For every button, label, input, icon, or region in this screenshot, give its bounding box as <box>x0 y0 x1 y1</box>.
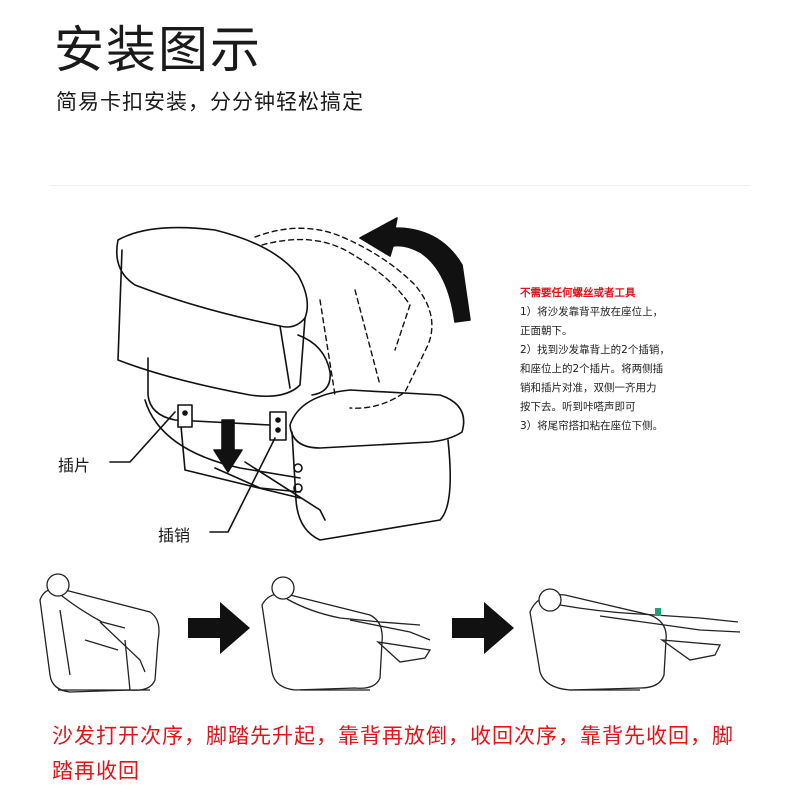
callout-pin-label: 插销 <box>158 522 190 546</box>
instruction-line: 1）将沙发靠背平放在座位上， <box>520 303 735 322</box>
step-1-sitting <box>40 574 159 692</box>
instruction-line: 和座位上的2个插片。将两侧插 <box>520 360 735 379</box>
step-arrow-2-icon <box>452 602 514 654</box>
instructions-panel: 不需要任何螺丝或者工具 1）将沙发靠背平放在座位上， 正面朝下。 2）找到沙发靠… <box>520 284 735 436</box>
step-3-reclined <box>530 589 740 690</box>
callout-tab-label: 插片 <box>58 452 90 476</box>
instruction-line: 销和插片对准，双侧一齐用力 <box>520 379 735 398</box>
instruction-line: 正面朝下。 <box>520 322 735 341</box>
operation-order-note: 沙发打开次序，脚踏先升起，靠背再放倒，收回次序，靠背先收回，脚踏再收回 <box>52 719 752 789</box>
armrest-outline <box>290 390 464 540</box>
step-arrow-1-icon <box>188 602 250 654</box>
instruction-line: 3）将尾帘搭扣粘在座位下侧。 <box>520 417 735 436</box>
step-2-footrest-raised <box>262 577 430 690</box>
down-arrow-icon <box>214 420 242 472</box>
instructions-heading: 不需要任何螺丝或者工具 <box>520 284 735 303</box>
seat-outline <box>145 358 325 520</box>
instruction-line: 按下去。听到咔嗒声即可 <box>520 398 735 417</box>
instruction-line: 2）找到沙发靠背上的2个插销， <box>520 341 735 360</box>
tab-leader-line <box>110 412 175 462</box>
backrest-ghost-outline <box>255 228 432 408</box>
